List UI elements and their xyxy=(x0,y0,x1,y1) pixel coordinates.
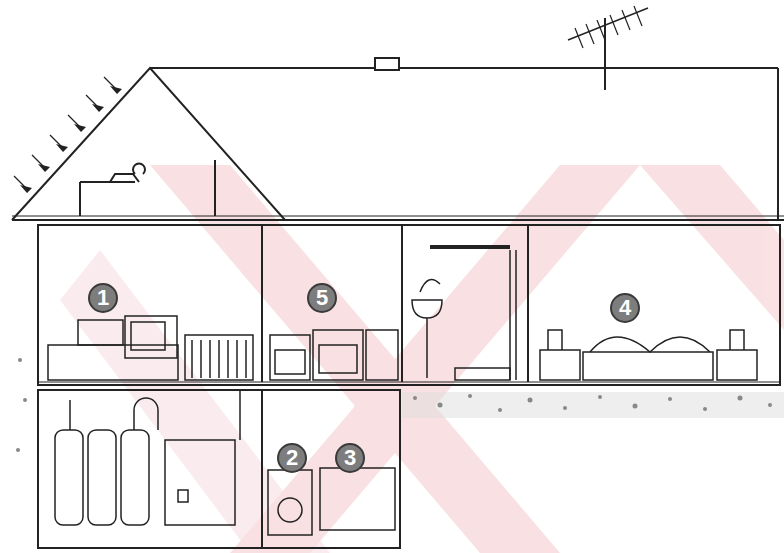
callout-number: 1 xyxy=(88,283,118,313)
solar-arrow-lines xyxy=(14,77,118,190)
callout-number: 3 xyxy=(335,443,365,473)
callout-number: 2 xyxy=(277,443,307,473)
watermark xyxy=(60,165,784,553)
gravel xyxy=(16,358,784,452)
solar-arrows xyxy=(20,86,122,193)
house-outline xyxy=(12,6,784,548)
furniture xyxy=(48,247,757,535)
callout-number: 5 xyxy=(307,283,337,313)
callout-number: 4 xyxy=(610,293,640,323)
